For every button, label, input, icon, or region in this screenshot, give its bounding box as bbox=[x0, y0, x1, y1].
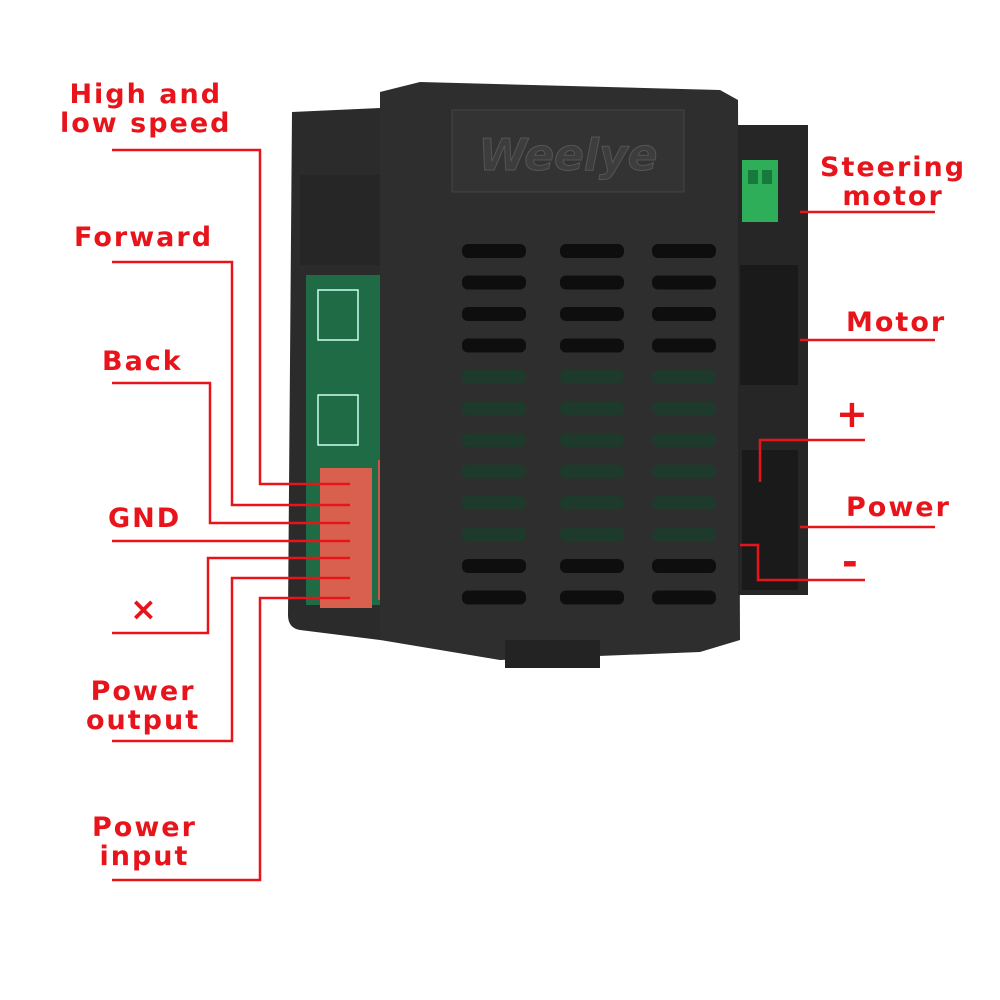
label-minus: - bbox=[842, 540, 860, 584]
vent-slot bbox=[462, 433, 526, 447]
vent-slot bbox=[560, 464, 624, 479]
vent-slot bbox=[560, 244, 624, 258]
label-gnd: GND bbox=[108, 503, 182, 534]
vent-slot bbox=[560, 370, 624, 384]
vent-slot bbox=[462, 496, 526, 510]
vent-slot bbox=[462, 401, 526, 416]
vent-slot bbox=[462, 559, 526, 573]
vent-slot bbox=[652, 275, 716, 290]
vent-slot bbox=[652, 370, 716, 384]
housing bbox=[380, 82, 740, 660]
vent-slot bbox=[652, 307, 716, 321]
vent-slot bbox=[462, 338, 526, 353]
vent-slot bbox=[462, 464, 526, 479]
vent-slot bbox=[560, 401, 624, 416]
vent-slot bbox=[652, 590, 716, 605]
vent-slot bbox=[652, 433, 716, 447]
vent-slot bbox=[560, 496, 624, 510]
control-connector bbox=[320, 468, 372, 608]
nameplate bbox=[451, 109, 685, 193]
vent-slot bbox=[462, 370, 526, 384]
vent-slot bbox=[652, 464, 716, 479]
vent-slot bbox=[652, 244, 716, 258]
power-connector bbox=[742, 450, 798, 590]
motor-connector bbox=[740, 265, 798, 385]
vent-slot bbox=[652, 338, 716, 353]
vent-slots bbox=[462, 244, 716, 605]
label-plus: + bbox=[836, 392, 870, 436]
leader-lines bbox=[112, 148, 935, 882]
steering-connector bbox=[742, 160, 778, 222]
vent-slot bbox=[462, 527, 526, 542]
vent-slot bbox=[560, 338, 624, 353]
label-unused-pin: × bbox=[130, 590, 159, 628]
vent-slot bbox=[652, 496, 716, 510]
vent-slot bbox=[462, 275, 526, 290]
vent-slot bbox=[560, 275, 624, 290]
vent-slot bbox=[560, 307, 624, 321]
vent-slot bbox=[560, 590, 624, 605]
vent-slot bbox=[462, 244, 526, 258]
vent-slot bbox=[652, 401, 716, 416]
label-motor: Motor bbox=[846, 307, 947, 338]
label-back: Back bbox=[102, 346, 183, 377]
vent-slot bbox=[652, 527, 716, 542]
vent-slot bbox=[652, 559, 716, 573]
vent-slot bbox=[462, 590, 526, 605]
vent-slot bbox=[560, 433, 624, 447]
label-power: Power bbox=[846, 492, 951, 523]
vent-slot bbox=[560, 527, 624, 542]
vent-slot bbox=[462, 307, 526, 321]
brand-embossing: Weelye bbox=[478, 130, 657, 181]
label-forward: Forward bbox=[74, 222, 214, 253]
vent-slot bbox=[560, 559, 624, 573]
